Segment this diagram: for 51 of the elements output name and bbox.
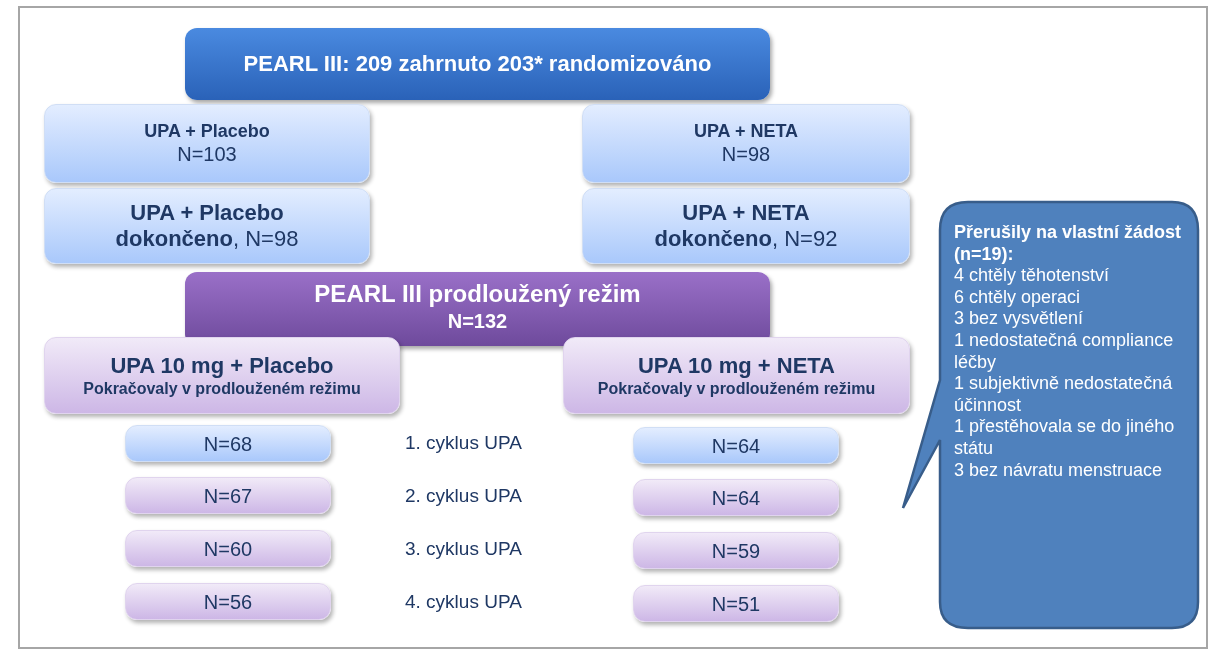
arm-box	[633, 427, 839, 464]
box-heading: UPA + NETA	[682, 199, 810, 226]
arm-box	[125, 530, 331, 567]
arm-box	[44, 188, 370, 264]
reason-text: 4 chtěly těhotenství	[954, 265, 1110, 287]
box-text: dokončeno, N=92	[654, 226, 838, 253]
arm-box	[125, 583, 331, 620]
reason-text: 1 přestěhovala se do jiného státu	[954, 416, 1176, 460]
box-text: N=132	[447, 308, 508, 333]
arm-box	[633, 479, 839, 516]
box-heading: UPA + Placebo	[130, 199, 284, 226]
box-heading: N=64	[711, 485, 761, 510]
box-text: N=103	[177, 142, 237, 167]
box-heading: UPA + NETA	[693, 120, 799, 143]
reason-text: 3 bez návratu menstruace	[954, 459, 1163, 482]
reason-text: 1 subjektivně nedostatečná účinnost	[954, 373, 1174, 417]
box-heading: N=68	[203, 431, 253, 456]
callout-heading: Přerušily na vlastní žádost (n=19):	[954, 222, 1183, 266]
box-text: N=98	[721, 142, 771, 167]
arm-box	[582, 188, 910, 264]
arm-box	[44, 337, 400, 414]
box-heading: N=56	[203, 589, 253, 614]
arm-box	[44, 104, 370, 183]
box-heading: N=59	[711, 538, 761, 563]
box-text: dokončeno, N=98	[115, 226, 299, 253]
title-banner	[185, 28, 770, 100]
arm-box	[125, 425, 331, 462]
cycle-label: 3. cyklus UPA	[405, 538, 522, 560]
box-text: Pokračovaly v prodlouženém režimu	[83, 379, 361, 399]
cycle-label: 1. cyklus UPA	[405, 432, 522, 454]
reason-text: 3 bez vysvětlení	[954, 308, 1084, 330]
box-heading: N=51	[711, 591, 761, 616]
box-text: Pokračovaly v prodlouženém režimu	[597, 379, 876, 399]
cycle-label: 2. cyklus UPA	[405, 485, 522, 507]
box-heading: N=64	[711, 433, 761, 458]
arm-box	[582, 104, 910, 183]
box-heading: N=67	[203, 483, 253, 508]
cycle-label: 4. cyklus UPA	[405, 591, 522, 613]
reason-text: 1 nedostatečná compliance léčby	[954, 329, 1175, 374]
arm-box	[633, 585, 839, 622]
box-heading: UPA 10 mg + NETA	[638, 352, 835, 380]
box-heading: N=60	[203, 536, 253, 561]
reason-text: 6 chtěly operaci	[954, 286, 1081, 309]
box-heading: PEARL III: 209 zahrnuto 203* randomizováno	[243, 50, 712, 78]
box-heading: PEARL III prodloužený režim	[314, 280, 641, 309]
arm-box	[563, 337, 910, 414]
arm-box	[633, 532, 839, 569]
extension-banner	[185, 272, 770, 346]
box-heading: UPA + Placebo	[144, 120, 270, 143]
arm-box	[125, 477, 331, 514]
box-heading: UPA 10 mg + Placebo	[110, 352, 334, 380]
